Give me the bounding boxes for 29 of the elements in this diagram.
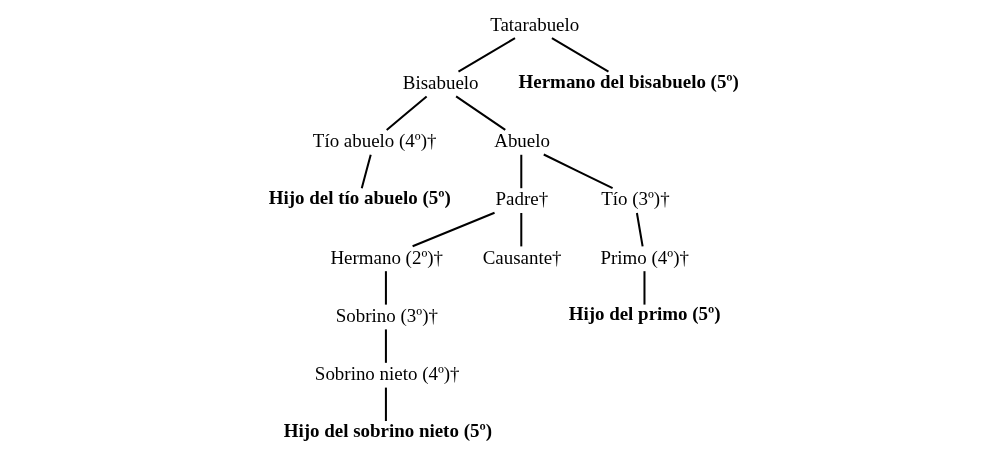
node-text: Tío abuelo (4º)†	[312, 130, 437, 152]
node-text: Tío (3º)†	[601, 188, 670, 210]
connector	[384, 329, 387, 363]
connector	[360, 154, 372, 189]
connector	[643, 271, 646, 305]
connector	[384, 271, 387, 305]
connector	[386, 95, 428, 131]
node-text: Hermano del bisabuelo (5º)	[518, 70, 739, 92]
connector	[412, 211, 495, 248]
node-text: Primo (4º)†	[600, 246, 689, 268]
node-text: Hermano (2º)†	[330, 246, 444, 268]
node-text: Hijo del primo (5º)	[568, 303, 721, 325]
node-text: Hijo del tío abuelo (5º)	[268, 187, 451, 209]
node-text: Hijo del sobrino nieto (5º)	[283, 419, 492, 441]
node-text: Sobrino (3º)†	[335, 304, 438, 326]
node-text: Causante†	[482, 246, 562, 268]
node-text: Padre†	[495, 188, 549, 210]
node-text: Tatarabuelo	[490, 13, 580, 35]
connector	[551, 37, 609, 73]
node-text: Abuelo	[494, 130, 550, 152]
connector	[543, 153, 614, 189]
node-text: Sobrino nieto (4º)†	[314, 363, 460, 385]
connector	[520, 154, 523, 189]
connector	[384, 387, 387, 422]
node-text: Bisabuelo	[402, 71, 479, 93]
connector	[455, 95, 506, 131]
connector	[520, 213, 523, 247]
connector	[635, 212, 644, 247]
connector	[457, 37, 516, 73]
